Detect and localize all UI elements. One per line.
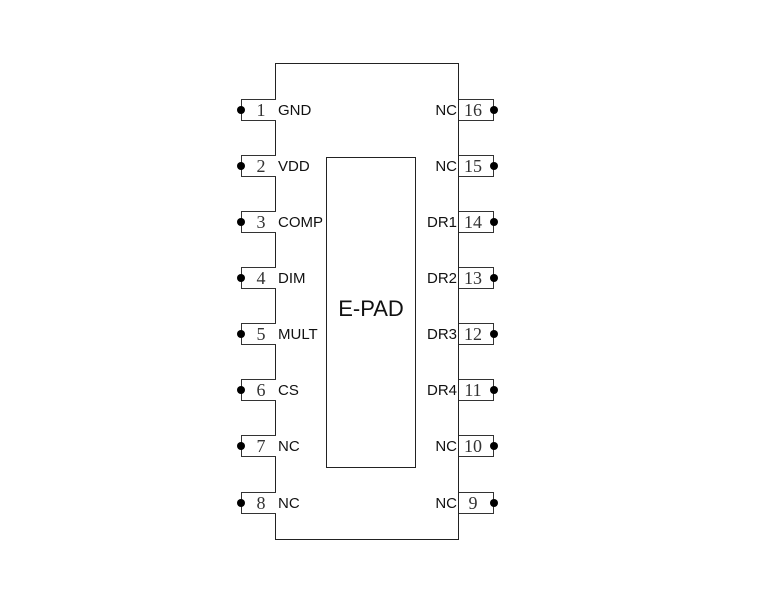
pin-right-1: 16: [459, 99, 498, 121]
pin-right-2: 15: [459, 155, 498, 177]
pin-name-label: DR1: [426, 214, 457, 231]
pin-number: 7: [256, 436, 266, 456]
pin-terminal-dot-icon: [237, 162, 245, 170]
pin-name-label: NC: [435, 438, 457, 455]
pin-name-label: CS: [278, 382, 299, 399]
pin-terminal-dot-icon: [237, 218, 245, 226]
pin-name-label: NC: [435, 495, 457, 512]
pin-terminal-dot-icon: [490, 274, 498, 282]
pin-number: 8: [256, 493, 266, 513]
pin-name-label: DR4: [426, 382, 457, 399]
pin-right-4: 13: [459, 267, 498, 289]
pin-terminal-dot-icon: [490, 442, 498, 450]
pin-left-8: 8: [237, 492, 276, 514]
pin-name-label: COMP: [278, 214, 323, 231]
pin-left-7: 7: [237, 435, 276, 457]
pin-terminal-dot-icon: [237, 386, 245, 394]
pin-name-label: DIM: [278, 270, 306, 287]
pin-number: 12: [464, 324, 482, 344]
pin-number: 9: [468, 493, 478, 513]
pin-number: 4: [256, 268, 266, 288]
pin-number: 13: [464, 268, 482, 288]
ic-package-body: [275, 63, 459, 540]
pin-number: 1: [256, 100, 266, 120]
pin-right-8: 9: [459, 492, 498, 514]
pin-terminal-dot-icon: [237, 442, 245, 450]
pin-terminal-dot-icon: [490, 106, 498, 114]
pin-name-label: NC: [435, 158, 457, 175]
pin-terminal-dot-icon: [237, 106, 245, 114]
pin-left-6: 6: [237, 379, 276, 401]
pin-left-3: 3: [237, 211, 276, 233]
pin-left-5: 5: [237, 323, 276, 345]
pin-name-label: GND: [278, 102, 312, 119]
exposed-pad: [326, 157, 416, 468]
pin-name-label: DR3: [426, 326, 457, 343]
pin-terminal-dot-icon: [237, 499, 245, 507]
pin-number: 14: [464, 212, 482, 232]
pin-right-3: 14: [459, 211, 498, 233]
exposed-pad-label: E-PAD: [338, 296, 404, 321]
pin-number: 2: [256, 156, 266, 176]
pin-number: 16: [464, 100, 482, 120]
pin-left-2: 2: [237, 155, 276, 177]
pin-number: 10: [464, 436, 482, 456]
pin-left-1: 1: [237, 99, 276, 121]
pin-name-label: NC: [278, 438, 300, 455]
pin-right-6: 11: [459, 379, 498, 401]
pin-terminal-dot-icon: [237, 330, 245, 338]
pin-right-7: 10: [459, 435, 498, 457]
pin-number: 5: [256, 324, 266, 344]
pin-name-label: MULT: [278, 326, 318, 343]
pin-number: 3: [256, 212, 266, 232]
pin-terminal-dot-icon: [237, 274, 245, 282]
pin-number: 11: [464, 380, 482, 400]
pin-number: 15: [464, 156, 482, 176]
pin-name-label: NC: [435, 102, 457, 119]
pin-terminal-dot-icon: [490, 218, 498, 226]
pin-name-label: NC: [278, 495, 300, 512]
pin-right-5: 12: [459, 323, 498, 345]
pin-terminal-dot-icon: [490, 499, 498, 507]
pin-name-label: DR2: [426, 270, 457, 287]
pin-left-4: 4: [237, 267, 276, 289]
pin-name-label: VDD: [278, 158, 310, 175]
pin-number: 6: [256, 380, 266, 400]
pin-terminal-dot-icon: [490, 330, 498, 338]
pin-terminal-dot-icon: [490, 162, 498, 170]
pin-terminal-dot-icon: [490, 386, 498, 394]
